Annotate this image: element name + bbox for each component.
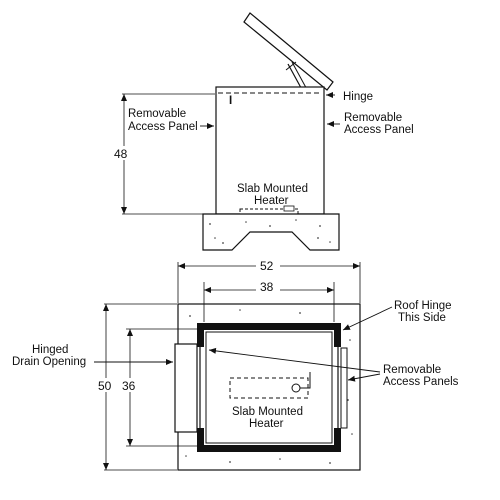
- label-roof-hinge-2: This Side: [398, 312, 446, 324]
- dim-outer-width: 52: [260, 259, 274, 273]
- label-heater-elevation-2: Heater: [254, 195, 289, 207]
- label-panels-2: Access Panels: [383, 376, 459, 388]
- label-access-left-1: Removable: [128, 108, 186, 120]
- hinge-marker: I: [229, 95, 232, 107]
- corner-posts: [197, 323, 341, 452]
- dim-inner-width: 38: [260, 280, 274, 294]
- label-drain-2: Drain Opening: [12, 356, 86, 368]
- label-heater-plan-2: Heater: [249, 418, 284, 430]
- dim-outer-height: 50: [98, 379, 112, 393]
- concrete-slab-elevation: [202, 213, 340, 251]
- dim-inner-height: 36: [122, 379, 136, 393]
- label-access-right-2: Access Panel: [344, 124, 414, 136]
- concrete-speckle: [209, 219, 331, 244]
- label-panels-1: Removable: [383, 364, 441, 376]
- plan-view: 52 38 50 36 Roof Hinge This Side Hinged …: [12, 258, 459, 471]
- label-access-right-1: Removable: [344, 112, 402, 124]
- enclosure-body: [215, 86, 325, 215]
- roof-lid: [243, 12, 334, 91]
- label-heater-elevation-1: Slab Mounted: [237, 183, 308, 195]
- label-roof-hinge-1: Roof Hinge: [394, 300, 452, 312]
- dim-height-elevation: 48: [114, 147, 128, 161]
- elevation-view: I 48 Hinge Removable Access Panel Remova…: [112, 12, 414, 251]
- right-access-panel: [340, 347, 348, 429]
- label-drain-1: Hinged: [32, 344, 68, 356]
- label-access-left-2: Access Panel: [128, 121, 198, 133]
- label-heater-plan-1: Slab Mounted: [232, 406, 303, 418]
- hinged-drain-opening: [174, 343, 198, 433]
- label-hinge: Hinge: [343, 91, 373, 103]
